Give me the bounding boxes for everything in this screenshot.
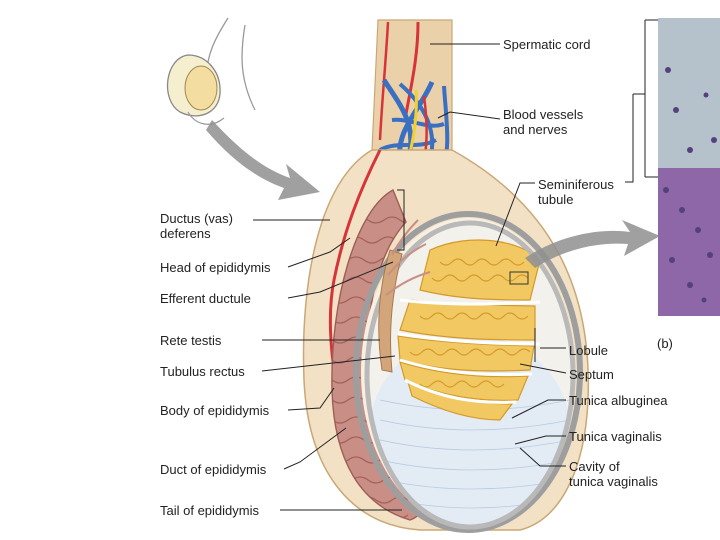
label-septum: Septum: [569, 367, 614, 382]
label-tunica-vaginalis: Tunica vaginalis: [569, 429, 662, 444]
panel-label-b: (b): [657, 336, 673, 351]
label-spermatic-cord: Spermatic cord: [503, 37, 590, 52]
label-head-of-epididymis: Head of epididymis: [160, 260, 271, 275]
label-tunica-albuginea: Tunica albuginea: [569, 393, 668, 408]
label-duct-of-epididymis: Duct of epididymis: [160, 462, 266, 477]
histology-image: [658, 18, 720, 316]
body-outline-icon: [168, 18, 255, 124]
label-seminiferous-tubule: Seminiferous tubule: [538, 177, 614, 207]
label-body-of-epididymis: Body of epididymis: [160, 403, 269, 418]
label-tail-of-epididymis: Tail of epididymis: [160, 503, 259, 518]
label-tubulus-rectus: Tubulus rectus: [160, 364, 245, 379]
label-ductus-deferens: Ductus (vas) deferens: [160, 211, 233, 241]
label-rete-testis: Rete testis: [160, 333, 221, 348]
label-blood-vessels-and-nerves: Blood vessels and nerves: [503, 107, 583, 137]
pointer-arrow-icon: [206, 120, 320, 200]
label-efferent-ductule: Efferent ductule: [160, 291, 251, 306]
label-lobule: Lobule: [569, 343, 608, 358]
label-cavity-of-tunica-vaginalis: Cavity of tunica vaginalis: [569, 459, 658, 489]
